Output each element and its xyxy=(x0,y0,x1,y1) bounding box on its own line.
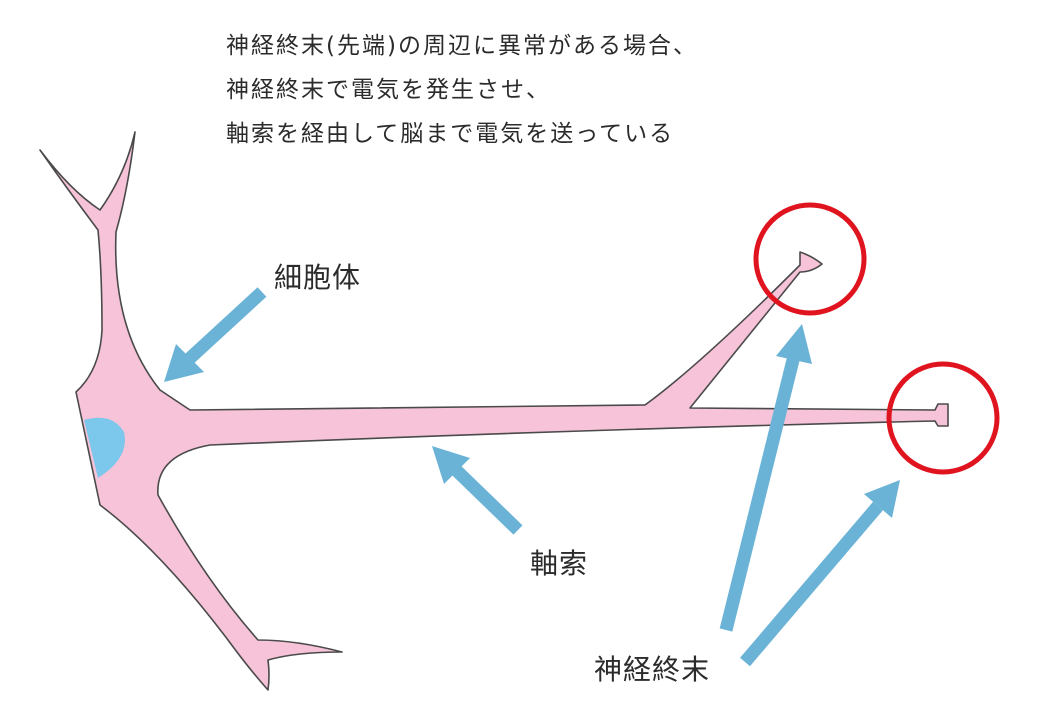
caption-line-3: 軸索を経由して脳まで電気を送っている xyxy=(226,121,675,147)
nerve-ending-highlight-lower xyxy=(886,361,1000,475)
arrow-nerve-ending-lower xyxy=(740,480,900,667)
arrow-cell-body xyxy=(164,287,267,382)
neuron-shape xyxy=(39,131,949,691)
caption: 神経終末(先端)の周辺に異常がある場合、 神経終末で電気を発生させ、 軸索を経由… xyxy=(226,24,698,156)
nucleus xyxy=(84,417,125,478)
arrow-nerve-ending-upper xyxy=(719,324,812,632)
arrow-axon xyxy=(432,446,523,535)
nerve-ending-label: 神経終末 xyxy=(594,653,711,686)
cell-body-label: 細胞体 xyxy=(274,261,362,294)
axon-label: 軸索 xyxy=(530,547,589,580)
nerve-ending-highlight-upper xyxy=(753,202,867,316)
caption-line-2: 神経終末で電気を発生させ、 xyxy=(226,77,551,103)
caption-line-1: 神経終末(先端)の周辺に異常がある場合、 xyxy=(226,33,698,59)
